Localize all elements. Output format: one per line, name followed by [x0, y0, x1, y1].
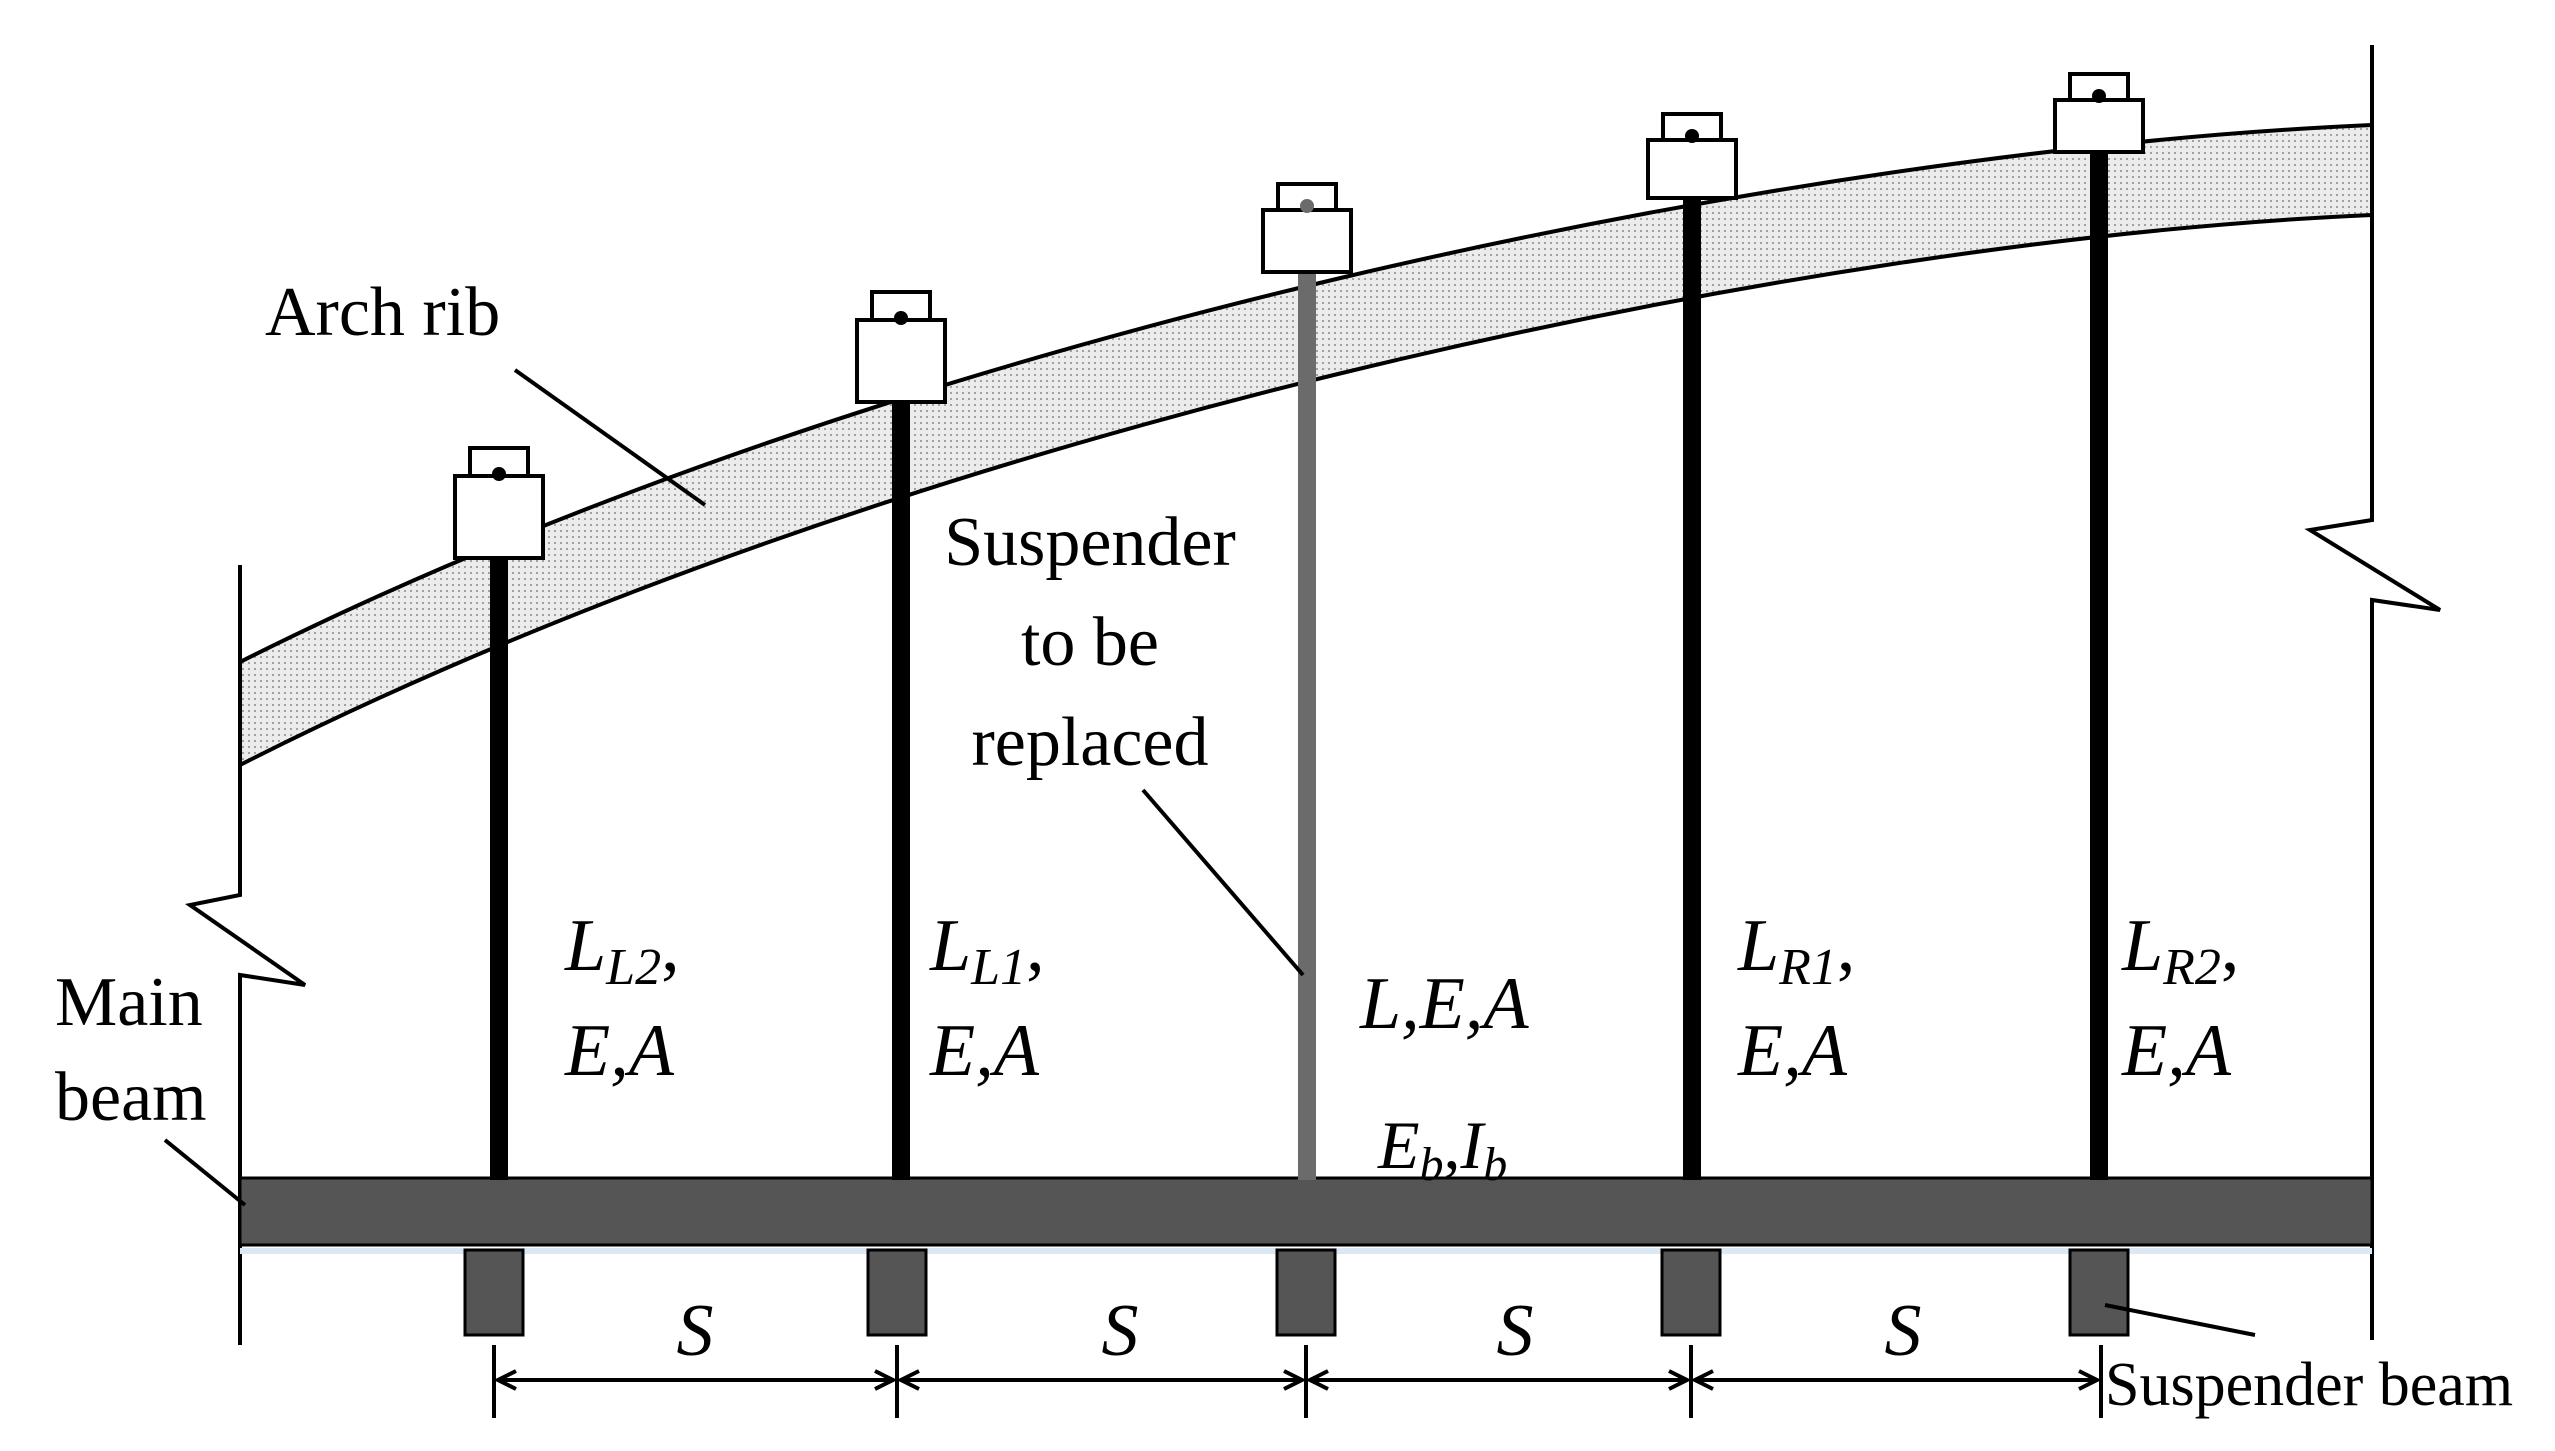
suspender-R2-comma: ,: [2221, 905, 2240, 987]
leader-replaced: [1141, 788, 1305, 977]
anchor-R2: [2053, 72, 2145, 154]
suspender-rod-R2: [2090, 92, 2108, 1180]
leader-main-beam: [163, 1138, 247, 1207]
suspender-L1-symbol: L: [929, 905, 971, 987]
suspender-rod-R1: [1683, 130, 1701, 1180]
suspender-R2-subscript: R2: [2162, 939, 2221, 996]
replace-label-line3: replaced: [971, 704, 1208, 781]
dimension-ticks: [492, 1345, 2103, 1418]
beam-E-symbol: E: [1377, 1107, 1420, 1183]
beam-I-subscript: b: [1483, 1138, 1507, 1191]
suspender-replaced-label: L,E,A: [1359, 963, 1529, 1045]
suspender-beam-block-replaced: [1275, 1248, 1337, 1337]
right-break-line: [2304, 45, 2442, 1340]
leader-suspender-beam: [2104, 1303, 2256, 1337]
suspender-R2-symbol: L: [2121, 905, 2163, 987]
main-beam-label-line2: beam: [55, 1059, 207, 1136]
suspender-beam-label: Suspender beam: [2105, 1351, 2513, 1419]
suspender-R1-props: E,A: [1737, 1010, 1848, 1092]
arch-rib: [240, 125, 2372, 765]
main-beam-label-line1: Main: [55, 964, 203, 1041]
suspender-R1-subscript: R1: [1778, 939, 1837, 996]
beam-E-subscript: b: [1420, 1138, 1444, 1191]
suspender-L2-label: LL2, E,A: [564, 905, 680, 1092]
spacing-label-2: S: [1102, 1290, 1139, 1372]
suspender-L2-comma: ,: [661, 905, 680, 987]
suspender-beam-blocks: [463, 1248, 2130, 1337]
anchor-R1: [1646, 112, 1738, 200]
suspender-rod-replaced: [1298, 200, 1316, 1180]
suspender-beam-block-L1: [866, 1248, 928, 1337]
leader-lines: [163, 368, 2256, 1337]
svg-text:LR1,: LR1,: [1737, 905, 1855, 996]
svg-text:LR2,: LR2,: [2121, 905, 2239, 996]
spacing-label-1: S: [677, 1290, 714, 1372]
suspender-L1-subscript: L1: [970, 939, 1026, 996]
spacing-label-3: S: [1497, 1290, 1534, 1372]
suspender-L2-subscript: L2: [605, 939, 661, 996]
anchor-L1: [855, 290, 947, 404]
suspender-R1-comma: ,: [1837, 905, 1856, 987]
suspender-rod-L1: [892, 310, 910, 1180]
replace-label-line1: Suspender: [944, 504, 1236, 581]
suspender-R1-symbol: L: [1737, 905, 1779, 987]
suspender-L1-props: E,A: [929, 1010, 1040, 1092]
spacing-label-4: S: [1885, 1290, 1922, 1372]
suspender-beam-block-R2: [2068, 1248, 2130, 1337]
anchor-L2: [453, 446, 545, 560]
suspender-R2-label: LR2, E,A: [2121, 905, 2239, 1092]
left-break-line: [185, 565, 307, 1345]
arch-rib-lower-edge: [239, 213, 2373, 767]
main-beam-props-label: Eb,Ib: [1377, 1107, 1507, 1191]
suspender-L1-comma: ,: [1026, 905, 1045, 987]
suspender-R1-label: LR1, E,A: [1737, 905, 1855, 1092]
svg-text:LL1,: LL1,: [929, 905, 1045, 996]
svg-text:LL2,: LL2,: [564, 905, 680, 996]
suspender-replaced-props: L,E,A: [1359, 963, 1529, 1045]
beam-props-comma: ,: [1444, 1107, 1461, 1183]
suspender-anchors: [453, 72, 2145, 560]
arch-rib-label: Arch rib: [265, 274, 500, 351]
suspender-R2-props: E,A: [2121, 1010, 2232, 1092]
replace-label-line2: to be: [1021, 604, 1159, 681]
suspender-beam-block-R1: [1660, 1248, 1722, 1337]
leader-arch-rib: [513, 368, 707, 507]
suspender-beam-block-L2: [463, 1248, 525, 1337]
suspender-rod-L2: [490, 470, 508, 1180]
anchor-replaced: [1261, 182, 1353, 274]
suspender-L1-label: LL1, E,A: [929, 905, 1045, 1092]
main-beam: [238, 1176, 2374, 1247]
suspender-rods: [490, 92, 2108, 1180]
suspender-L2-props: E,A: [564, 1010, 675, 1092]
beam-I-symbol: I: [1460, 1107, 1487, 1183]
suspender-L2-symbol: L: [564, 905, 606, 987]
